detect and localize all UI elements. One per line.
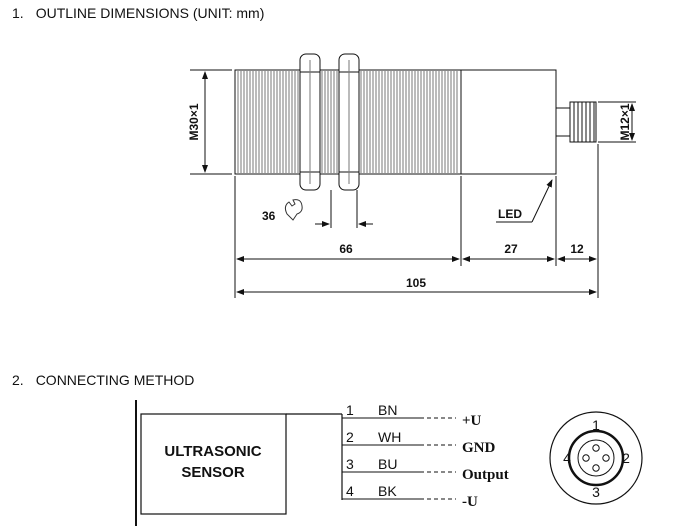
dim-wrench-size: 36 bbox=[262, 209, 276, 223]
wire-2-pin: 2 bbox=[346, 429, 354, 445]
sensor-outline-drawing bbox=[190, 53, 636, 298]
wire-1-signal: +U bbox=[462, 413, 482, 429]
section-2-heading: 2. CONNECTING METHOD bbox=[12, 372, 194, 388]
dim-27: 27 bbox=[504, 242, 518, 256]
wire-4-signal: -U bbox=[462, 494, 478, 510]
section-1-number: 1. bbox=[12, 5, 24, 21]
mounting-nut-2 bbox=[338, 53, 360, 191]
led-body bbox=[460, 69, 557, 175]
led-label: LED bbox=[498, 207, 522, 221]
wire-3-signal: Output bbox=[462, 467, 509, 483]
dim-m12: M12×1 bbox=[618, 103, 632, 140]
pinout-label-1: 1 bbox=[592, 417, 600, 433]
wire-4-color: BK bbox=[378, 483, 397, 499]
m12-connector bbox=[555, 101, 597, 143]
dim-m30: M30×1 bbox=[187, 103, 201, 140]
dim-66: 66 bbox=[339, 242, 353, 256]
wire-2-color: WH bbox=[378, 429, 401, 445]
sensor-box bbox=[140, 413, 287, 515]
wrench-icon bbox=[284, 199, 303, 221]
section-2-number: 2. bbox=[12, 372, 24, 388]
wire-3-color: BU bbox=[378, 456, 397, 472]
section-1-heading: 1. OUTLINE DIMENSIONS (UNIT: mm) bbox=[12, 5, 264, 21]
wire-1-color: BN bbox=[378, 402, 397, 418]
pinout-label-2: 2 bbox=[622, 450, 630, 466]
sensor-label-line1: ULTRASONIC bbox=[164, 443, 261, 460]
thread-lines bbox=[237, 71, 458, 173]
dim-12: 12 bbox=[570, 242, 584, 256]
mounting-nut-1 bbox=[299, 53, 321, 191]
wire-4-pin: 4 bbox=[346, 483, 354, 499]
pinout-label-3: 3 bbox=[592, 484, 600, 500]
section-1-title: OUTLINE DIMENSIONS (UNIT: mm) bbox=[35, 5, 265, 21]
wiring-diagram bbox=[135, 400, 456, 526]
wire-1-pin: 1 bbox=[346, 402, 354, 418]
wire-3-pin: 3 bbox=[346, 456, 354, 472]
dim-105: 105 bbox=[406, 276, 426, 290]
wire-2-signal: GND bbox=[462, 440, 496, 456]
pinout-label-4: 4 bbox=[563, 450, 571, 466]
sensor-label-line2: SENSOR bbox=[181, 464, 245, 481]
connector-pinout bbox=[549, 411, 643, 505]
section-2-title: CONNECTING METHOD bbox=[35, 372, 195, 388]
